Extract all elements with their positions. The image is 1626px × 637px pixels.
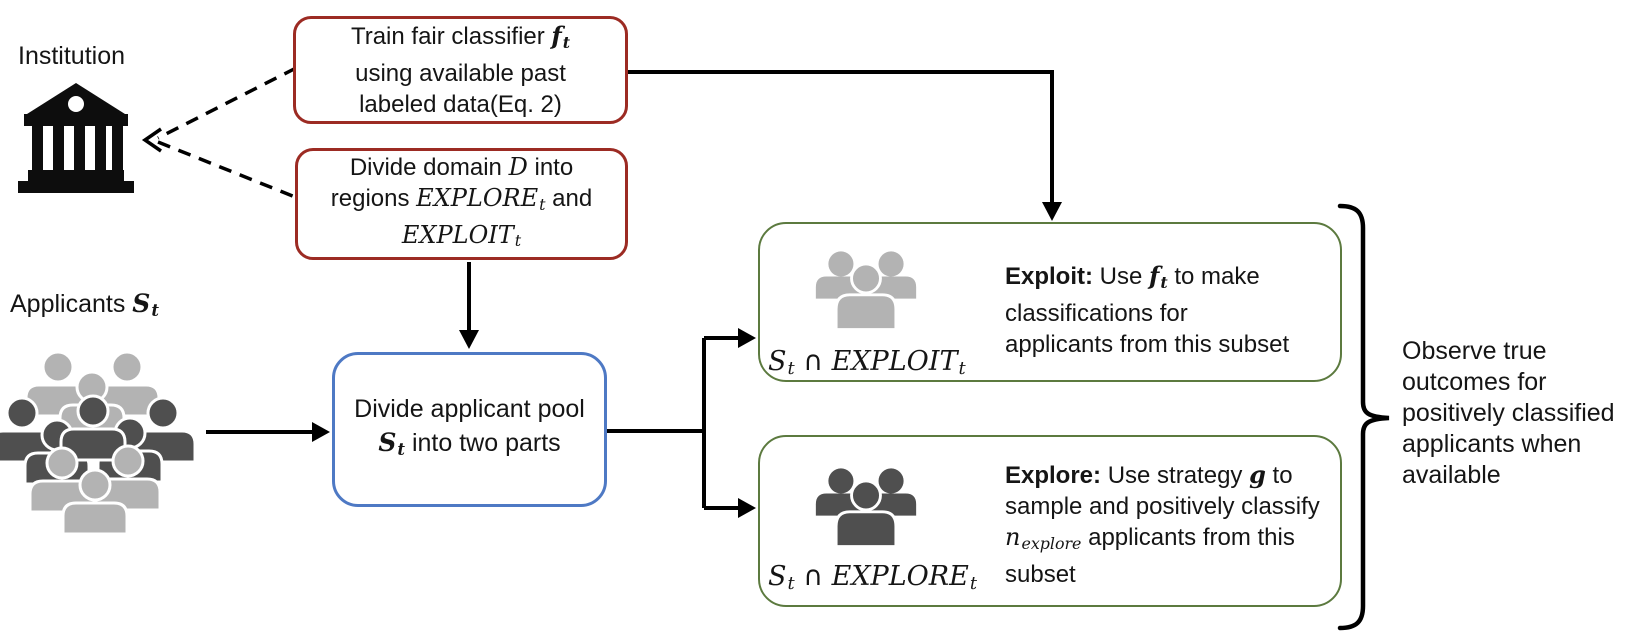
exploit-caption-line-1: Exploit: Use ft to make	[1005, 261, 1260, 292]
train-classifier-box: Train fair classifier ft using available…	[293, 16, 628, 124]
people-group-dark-icon	[815, 468, 917, 548]
explore-box: St ∩ EXPLOREt Explore: Use strategy g to…	[758, 435, 1342, 607]
pool-line-1: Divide applicant pool	[354, 395, 585, 424]
explore-caption-line-4: subset	[1005, 560, 1076, 588]
train-line-1: Train fair classifier ft	[350, 21, 571, 52]
divide-pool-box: Divide applicant pool St into two parts	[332, 352, 607, 507]
domain-line-1: Divide domain D into	[349, 152, 574, 181]
domain-line-2: regions EXPLOREt and	[330, 183, 593, 214]
explore-caption: Explore: Use strategy g to sample and po…	[1005, 459, 1320, 590]
explore-caption-line-1: Explore: Use strategy g to	[1005, 460, 1293, 489]
people-group-light-icon	[815, 251, 917, 331]
exploit-caption: Exploit: Use ft to make classifications …	[1005, 260, 1289, 360]
right-brace	[1337, 203, 1390, 631]
arrow-pool-split	[607, 328, 756, 518]
applicants-label: Applicants St	[10, 289, 159, 320]
observe-note-line-3: positively classified	[1402, 399, 1615, 427]
exploit-box: St ∩ EXPLOITt Exploit: Use ft to make cl…	[758, 222, 1342, 382]
arrow-crowd-to-pool	[206, 422, 330, 442]
exploit-set-label: St ∩ EXPLOITt	[768, 346, 966, 380]
train-line-2: using available past	[355, 59, 566, 87]
institution-label: Institution	[18, 42, 126, 70]
train-line-3: labeled data(Eq. 2)	[359, 90, 562, 118]
dashed-institution-links	[141, 66, 311, 205]
observe-note-line-1: Observe true	[1402, 337, 1547, 365]
explore-caption-line-2: sample and positively classify	[1005, 493, 1320, 520]
observe-note-line-2: outcomes for	[1402, 368, 1547, 396]
crowd-icon	[0, 350, 197, 536]
bank-building-icon	[18, 83, 134, 193]
left-arrowhead-icon	[141, 127, 162, 153]
observe-note-line-5: available	[1402, 461, 1501, 489]
divide-domain-box: Divide domain D into regions EXPLOREt an…	[295, 148, 628, 260]
arrow-domain-to-pool	[459, 262, 479, 349]
exploit-caption-line-3: applicants from this subset	[1005, 330, 1290, 358]
explore-set-label: St ∩ EXPLOREt	[768, 561, 977, 595]
explore-caption-line-3: nexplore applicants from this	[1005, 523, 1295, 553]
observe-note-line-4: applicants when	[1402, 430, 1582, 458]
domain-line-3: EXPLOITt	[401, 220, 522, 251]
observe-note: Observe true outcomes for positively cla…	[1402, 336, 1615, 491]
arrow-train-to-exploit	[628, 70, 1062, 221]
exploit-caption-line-2: classifications for	[1005, 299, 1188, 327]
pool-line-2: St into two parts	[378, 428, 561, 459]
